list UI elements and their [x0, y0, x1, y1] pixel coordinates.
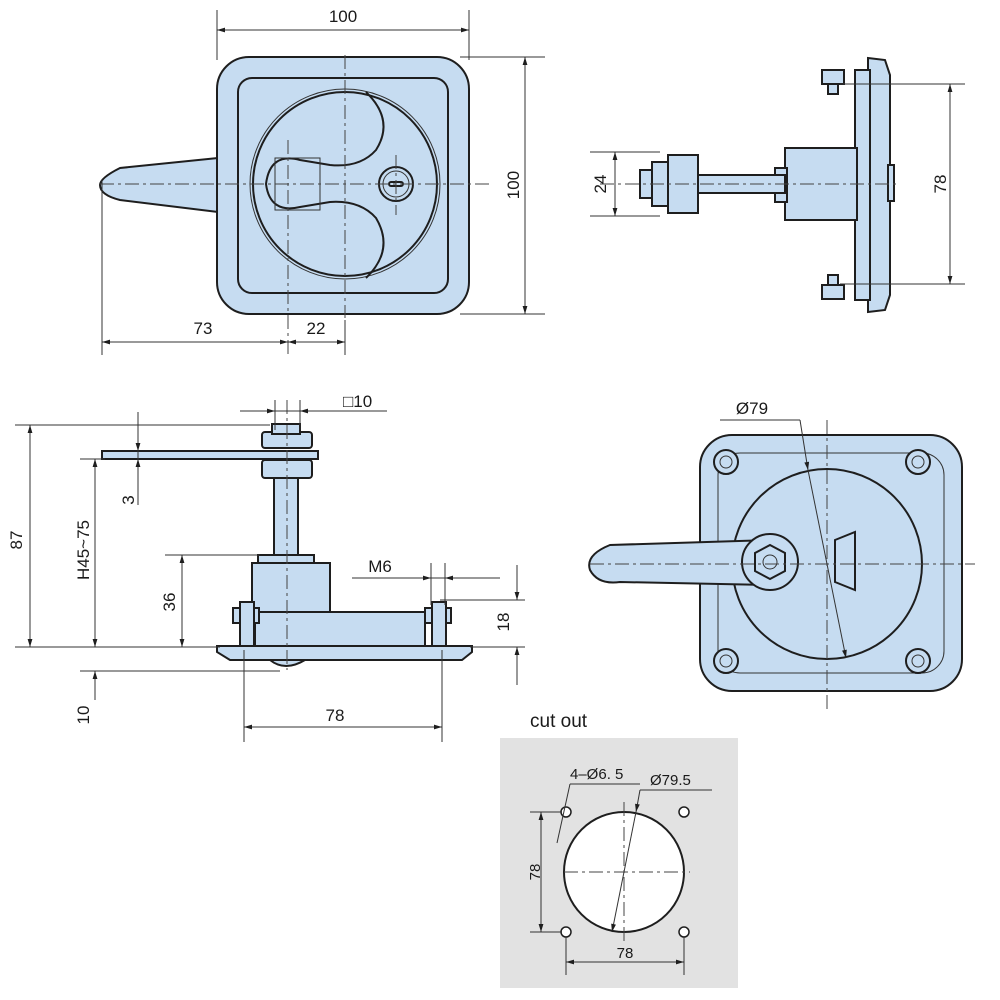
side-bolt-spacing-label: 78	[931, 175, 950, 194]
handle-offset-label: 73	[194, 319, 213, 338]
mount-hole-tr	[905, 449, 931, 475]
mount-hole-tl	[713, 449, 739, 475]
side-flange	[867, 56, 891, 314]
stud-label: 24	[591, 175, 610, 194]
mount-hole-br	[905, 648, 931, 674]
shaft	[273, 477, 299, 559]
rear-view	[588, 419, 975, 710]
center-offset-label: 22	[307, 319, 326, 338]
cam-plate	[101, 450, 319, 460]
square-label: □10	[343, 392, 372, 411]
cutout-hole-tr	[678, 806, 690, 818]
cutout-hole-tl	[560, 806, 572, 818]
front-height-label: 100	[504, 171, 523, 199]
body-height-label: 36	[160, 593, 179, 612]
stud-height-label: 18	[494, 613, 513, 632]
flange	[216, 645, 473, 661]
cam-thickness-label: 3	[119, 495, 138, 504]
bottom-bolt-spacing-label: 78	[326, 706, 345, 725]
dial-recess	[264, 91, 385, 279]
side-view-top	[590, 56, 965, 314]
front-bezel-inner	[237, 77, 449, 294]
side-view	[15, 400, 525, 742]
flange-label: 10	[74, 706, 93, 725]
cutout-title: cut out	[530, 711, 588, 732]
handle-lever	[98, 156, 219, 214]
mount-hole-bl	[713, 648, 739, 674]
rear-diameter-label: Ø79	[736, 399, 768, 418]
cutout-view	[500, 738, 738, 988]
cutout-vertical-label: 78	[527, 864, 544, 881]
front-width-label: 100	[329, 7, 357, 26]
cutout-hole-bl	[560, 926, 572, 938]
cutout-horizontal-label: 78	[617, 945, 634, 962]
front-view	[98, 10, 545, 355]
rear-handle	[588, 538, 771, 587]
cutout-diameter-label: Ø79.5	[650, 772, 691, 789]
thread-label: M6	[368, 557, 392, 576]
total-height-label: 87	[7, 531, 26, 550]
grip-range-label: H45~75	[74, 520, 93, 580]
cutout-hole-br	[678, 926, 690, 938]
cutout-holes-label: 4–Ø6. 5	[570, 766, 623, 783]
